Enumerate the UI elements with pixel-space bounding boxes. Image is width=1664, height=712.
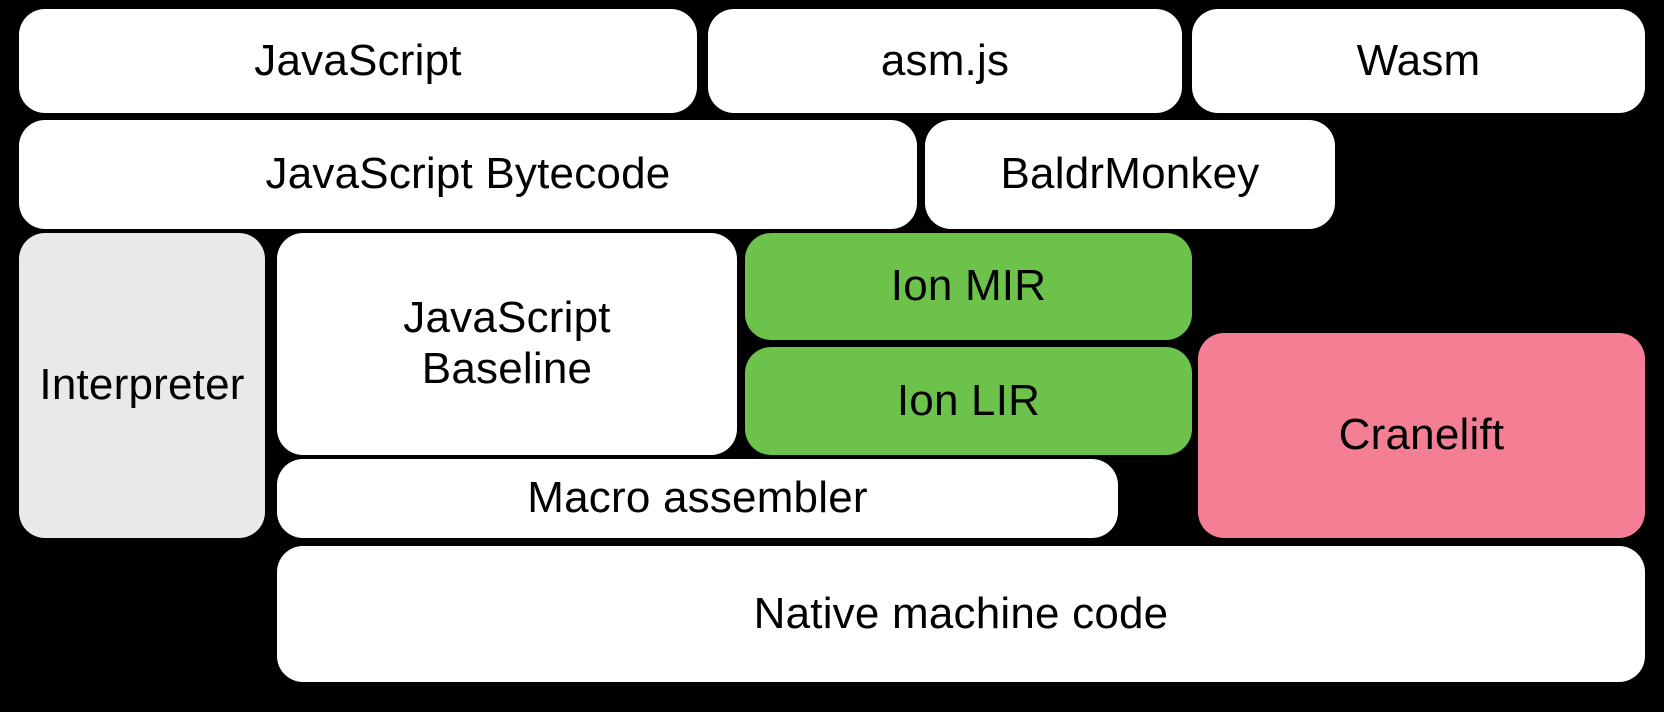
node-baldrmonkey[interactable]: BaldrMonkey (925, 120, 1335, 229)
node-ion-lir[interactable]: Ion LIR (745, 347, 1192, 455)
node-javascript-bytecode[interactable]: JavaScript Bytecode (19, 120, 917, 229)
node-cranelift[interactable]: Cranelift (1198, 333, 1645, 538)
node-wasm[interactable]: Wasm (1192, 9, 1645, 113)
node-native-machine-code[interactable]: Native machine code (277, 546, 1645, 682)
node-javascript[interactable]: JavaScript (19, 9, 697, 113)
node-asm-js[interactable]: asm.js (708, 9, 1182, 113)
node-javascript-baseline[interactable]: JavaScript Baseline (277, 233, 737, 455)
node-interpreter[interactable]: Interpreter (19, 233, 265, 538)
node-macro-assembler[interactable]: Macro assembler (277, 459, 1118, 538)
node-ion-mir[interactable]: Ion MIR (745, 233, 1192, 340)
